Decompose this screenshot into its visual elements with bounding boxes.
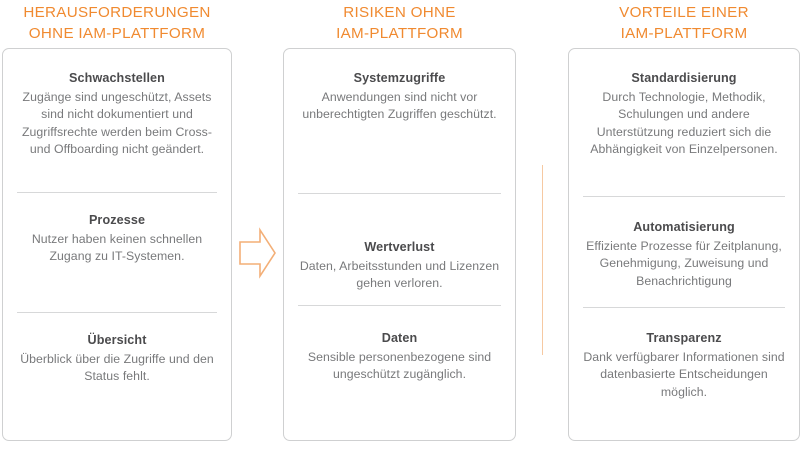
- card-challenges: Schwachstellen Zugänge sind ungeschützt,…: [2, 48, 232, 441]
- column-heading-line-1: HERAUSFORDERUNGEN: [23, 4, 211, 21]
- section-title: Schwachstellen: [69, 71, 165, 85]
- section-title: Standardisierung: [631, 71, 737, 85]
- section-title: Prozesse: [88, 212, 146, 227]
- card-section: Standardisierung Durch Technologie, Meth…: [583, 61, 785, 196]
- column-heading-benefits: VORTEILE EINER IAM-PLATTFORM: [568, 2, 800, 48]
- card-section: Daten Sensible personenbezogene sind ung…: [298, 304, 501, 430]
- card-section: Wertverlust Daten, Arbeitsstunden und Li…: [298, 192, 501, 305]
- card-section: Übersicht Überblick über die Zugriffe un…: [17, 311, 217, 430]
- section-title: Systemzugriffe: [353, 71, 446, 85]
- card-section: Schwachstellen Zugänge sind ungeschützt,…: [17, 61, 217, 192]
- section-body: Durch Technologie, Methodik, Schulungen …: [590, 90, 778, 157]
- section-title: Übersicht: [87, 332, 147, 347]
- card-benefits: Standardisierung Durch Technologie, Meth…: [568, 48, 800, 441]
- column-heading-risks: RISIKEN OHNE IAM-PLATTFORM: [283, 2, 516, 48]
- column-heading-line-1: VORTEILE EINER: [619, 4, 749, 21]
- column-benefits: VORTEILE EINER IAM-PLATTFORM Standardisi…: [568, 0, 800, 441]
- column-heading-line-2: IAM-PLATTFORM: [620, 25, 748, 42]
- section-body: Sensible personenbezogene sind ungeschüt…: [307, 349, 492, 382]
- vertical-connector-line: [542, 165, 543, 355]
- card-section: Automatisierung Effiziente Prozesse für …: [583, 196, 785, 307]
- card-risks: Systemzugriffe Anwendungen sind nicht vo…: [283, 48, 516, 441]
- section-body: Dank verfügbarer Informationen sind date…: [583, 349, 785, 399]
- column-heading-challenges: HERAUSFORDERUNGEN OHNE IAM-PLATTFORM: [2, 2, 232, 48]
- section-body: Nutzer haben keinen schnellen Zugang zu …: [31, 231, 203, 263]
- column-heading-line-2: IAM-PLATTFORM: [336, 25, 463, 42]
- section-title: Transparenz: [646, 330, 722, 345]
- column-heading-line-1: RISIKEN OHNE: [343, 4, 456, 21]
- section-title: Wertverlust: [364, 239, 435, 254]
- section-body: Anwendungen sind nicht vor unberechtigte…: [302, 90, 497, 122]
- column-challenges: HERAUSFORDERUNGEN OHNE IAM-PLATTFORM Sch…: [2, 0, 232, 441]
- section-body: Überblick über die Zugriffe und den Stat…: [20, 351, 214, 384]
- section-body: Daten, Arbeitsstunden und Lizenzen gehen…: [299, 258, 500, 290]
- column-risks: RISIKEN OHNE IAM-PLATTFORM Systemzugriff…: [283, 0, 516, 441]
- card-section: Transparenz Dank verfügbarer Information…: [583, 306, 785, 430]
- card-section: Systemzugriffe Anwendungen sind nicht vo…: [298, 61, 501, 193]
- card-section: Prozesse Nutzer haben keinen schnellen Z…: [17, 191, 217, 312]
- section-title: Automatisierung: [633, 220, 735, 235]
- section-body: Effiziente Prozesse für Zeitplanung, Gen…: [586, 239, 782, 288]
- section-body: Zugänge sind ungeschützt, Assets sind ni…: [21, 90, 213, 157]
- section-title: Daten: [381, 330, 418, 345]
- arrow-right-outline-icon: [238, 227, 278, 279]
- column-heading-line-2: OHNE IAM-PLATTFORM: [28, 25, 206, 42]
